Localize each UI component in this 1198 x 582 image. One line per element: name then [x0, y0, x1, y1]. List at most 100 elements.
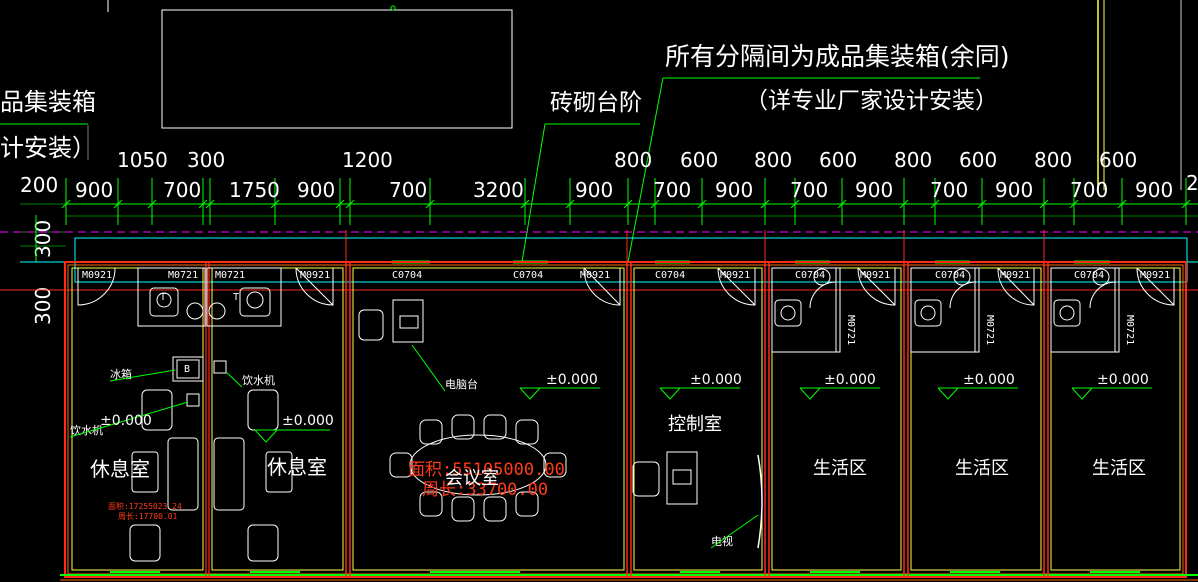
opening-tag: M0921 — [720, 270, 750, 281]
main-note-leader — [627, 77, 664, 263]
toilet-fixtures — [149, 268, 1110, 327]
dimension-slash — [270, 199, 280, 209]
door-rest2 — [295, 267, 334, 306]
area-meeting: 面积:55105000.00 — [408, 460, 565, 480]
dimension-slash — [760, 199, 770, 209]
dim-row-3200: 3200 — [473, 178, 524, 202]
water-dispenser-2 — [186, 393, 200, 407]
desk-leader — [411, 344, 446, 392]
water-label-1: 饮水机 — [242, 373, 275, 387]
dimension-slash — [623, 199, 633, 209]
door-swings — [77, 267, 1175, 309]
opening-tag: M0721 — [215, 270, 245, 281]
dim-vertical-300-a: 300 — [31, 220, 55, 258]
top-marker — [390, 5, 396, 11]
elev-living3: ±0.000 — [1097, 372, 1149, 388]
dimension-slash — [1181, 199, 1191, 209]
dim-row-1750: 1750 — [229, 178, 280, 202]
opening-tag: M0921 — [580, 270, 610, 281]
door-control — [717, 267, 756, 306]
door-wc2 — [949, 281, 977, 309]
dim-top-300: 300 — [187, 148, 225, 172]
room-living3: 生活区 — [1092, 458, 1146, 479]
main-note-line2: （详专业厂家设计安装） — [745, 88, 998, 114]
dim-row-700-a: 700 — [163, 178, 201, 202]
fridge-leader — [109, 369, 176, 382]
opening-tag: C0704 — [513, 270, 543, 281]
dim-row-700-c: 700 — [653, 178, 691, 202]
dimension-slash — [205, 199, 215, 209]
dimension-slash — [198, 199, 208, 209]
left-note-line1: 品集装箱 — [0, 88, 96, 116]
inner-yellow-lines — [71, 267, 1181, 571]
water-dispenser-1 — [213, 360, 227, 374]
elev-control: ±0.000 — [690, 372, 742, 388]
tv-shape — [757, 454, 763, 549]
dim-row-2: 2 — [1186, 171, 1198, 195]
dimension-slash — [697, 199, 707, 209]
dim-row-700-d: 700 — [790, 178, 828, 202]
door-living3 — [1136, 267, 1175, 306]
door-wc1 — [809, 281, 837, 309]
water-leader-2 — [69, 401, 189, 438]
dim-row-200: 200 — [20, 173, 58, 197]
room-living2: 生活区 — [955, 458, 1009, 479]
water-leader-1 — [225, 371, 243, 388]
dim-top-800-c: 800 — [894, 148, 932, 172]
room-meeting: 会议室 — [445, 468, 499, 489]
room-rest1: 休息室 — [90, 457, 150, 481]
opening-tag: C0704 — [935, 270, 965, 281]
door-wc3 — [1089, 281, 1117, 309]
toilet-mark-1: T — [160, 292, 166, 303]
computer-desk-meeting — [358, 299, 424, 343]
dim-top-800-d: 800 — [1034, 148, 1072, 172]
dimension-slash — [1039, 199, 1049, 209]
dim-top-600-d: 600 — [1099, 148, 1137, 172]
door-living2 — [997, 267, 1035, 306]
dim-row-900-f: 900 — [995, 178, 1033, 202]
opening-tag: M0921 — [1140, 270, 1170, 281]
dim-row-700-e: 700 — [930, 178, 968, 202]
fridge-mark: B — [184, 364, 190, 375]
dimension-ticks — [61, 178, 1191, 225]
dim-row-700-b: 700 — [389, 178, 427, 202]
dimension-slash — [790, 199, 800, 209]
side-door-tag-2: M0721 — [984, 315, 995, 345]
dim-top-800-b: 800 — [754, 148, 792, 172]
elev-rest2: ±0.000 — [282, 413, 334, 429]
left-note-line2: 计安装） — [0, 134, 96, 162]
dimension-slash — [147, 199, 157, 209]
fridge-label: 冰箱 — [110, 367, 132, 381]
perimeter-rest: 周长:17700.01 — [118, 511, 178, 521]
opening-tag: M0921 — [860, 270, 890, 281]
door-meeting — [583, 267, 621, 306]
door-rest1 — [77, 267, 116, 306]
dim-top-600-b: 600 — [819, 148, 857, 172]
building-outline-orange — [67, 264, 1184, 575]
partition-walls — [205, 230, 1049, 578]
opening-tag: C0704 — [655, 270, 685, 281]
bathroom-cubicles — [137, 267, 1120, 353]
dimension-slash — [565, 199, 575, 209]
conference-table — [389, 414, 567, 522]
opening-tag: C0704 — [795, 270, 825, 281]
opening-tag: M0921 — [82, 270, 112, 281]
dimension-slash — [899, 199, 909, 209]
side-door-tag-1: M0721 — [845, 315, 856, 345]
building-outline-red — [64, 261, 1187, 578]
elev-mark-meeting — [519, 387, 600, 400]
room-living1: 生活区 — [813, 458, 867, 479]
dim-top-800-a: 800 — [614, 148, 652, 172]
elev-mark-living1 — [799, 387, 880, 400]
dim-top-600-a: 600 — [680, 148, 718, 172]
dim-top-1050: 1050 — [117, 148, 168, 172]
elev-rest1: ±0.000 — [100, 413, 152, 429]
opening-tag: C0704 — [392, 270, 422, 281]
elev-mark-control — [659, 387, 740, 400]
dimension-slash — [113, 199, 123, 209]
dim-vertical-300-b: 300 — [31, 287, 55, 325]
water-label-2: 饮水机 — [70, 423, 103, 437]
dimension-slash — [977, 199, 987, 209]
dim-row-900-c: 900 — [575, 178, 613, 202]
